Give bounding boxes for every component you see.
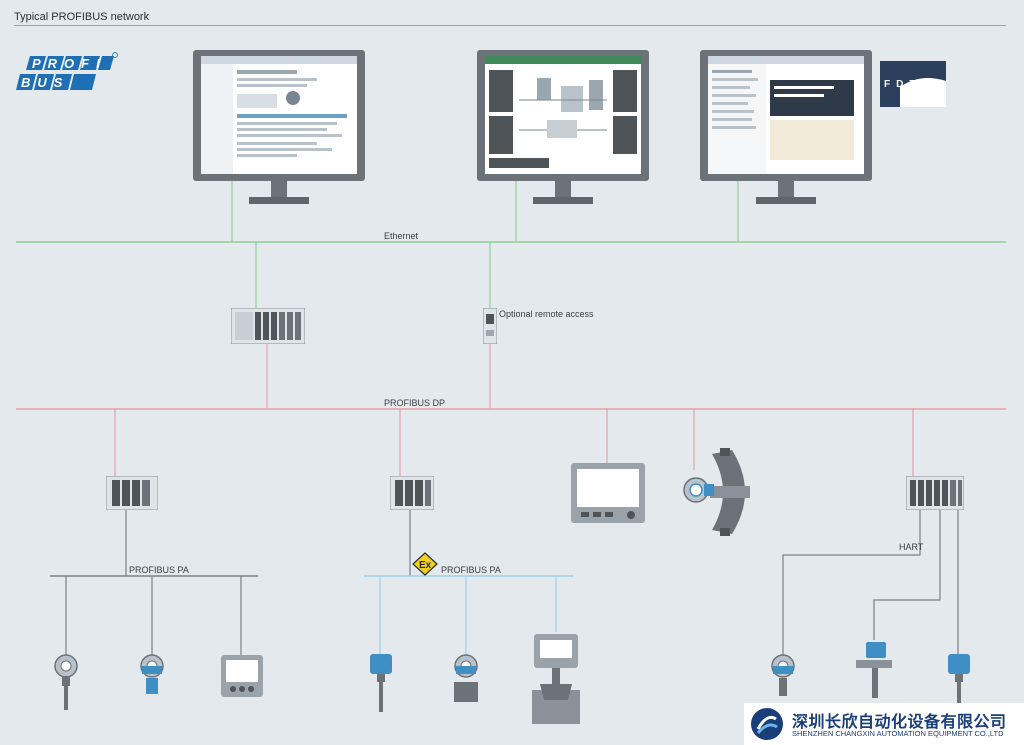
controller-rack	[230, 307, 306, 349]
diagram-title: Typical PROFIBUS network	[14, 11, 150, 23]
title-divider	[14, 25, 1006, 26]
pa-left-pressure-transmitter	[134, 654, 170, 703]
dp-display-panel	[571, 463, 645, 528]
fdt-logo-text: FDT	[884, 79, 921, 90]
profibus-logo-top-text: PROFI	[32, 56, 107, 71]
pa-left-level-transmitter	[50, 654, 82, 717]
profibus-logo: PROFI BUS	[16, 52, 120, 96]
pa-ex-pressure-transmitter	[448, 654, 484, 711]
ex-zone-icon: Ex	[412, 552, 438, 581]
hart-pressure-transmitter	[765, 654, 801, 705]
company-name-english: SHENZHEN CHANGXIN AUTOMATION EQUIPMENT C…	[792, 729, 1004, 738]
ethernet-label: Ethernet	[384, 231, 419, 241]
hart-line-2	[873, 510, 941, 640]
remote-access-device	[482, 307, 498, 349]
company-logo-icon	[751, 708, 783, 740]
dp-pa-coupler-left	[105, 475, 159, 515]
pa-ex-control-valve	[528, 630, 584, 733]
hart-label: HART	[899, 542, 924, 552]
fdt-logo: FDT	[880, 61, 946, 107]
optional-remote-access-label: Optional remote access	[499, 309, 594, 319]
monitor-2	[477, 50, 649, 215]
profibus-dp-label: PROFIBUS DP	[384, 398, 446, 408]
monitor-3	[700, 50, 872, 215]
profibus-pa-label-ex: PROFIBUS PA	[441, 565, 501, 575]
profibus-pa-label-left: PROFIBUS PA	[129, 565, 189, 575]
hart-level-transmitter	[946, 652, 972, 719]
monitor-1	[193, 50, 365, 215]
ex-zone-text: Ex	[419, 560, 432, 571]
hart-temperature-transmitter	[852, 640, 896, 705]
hart-io-module	[905, 475, 965, 515]
company-name-chinese: 深圳长欣自动化设备有限公司	[792, 712, 1007, 731]
pa-ex-level-transmitter	[368, 652, 394, 719]
profibus-logo-bottom-text: BUS	[21, 75, 69, 90]
company-watermark: 深圳长欣自动化设备有限公司 SHENZHEN CHANGXIN AUTOMATI…	[744, 703, 1024, 745]
pa-left-display-unit	[221, 655, 263, 706]
dp-pa-coupler-ex	[389, 475, 435, 515]
hart-line-1	[782, 510, 921, 655]
coriolis-flowmeter	[682, 446, 758, 543]
